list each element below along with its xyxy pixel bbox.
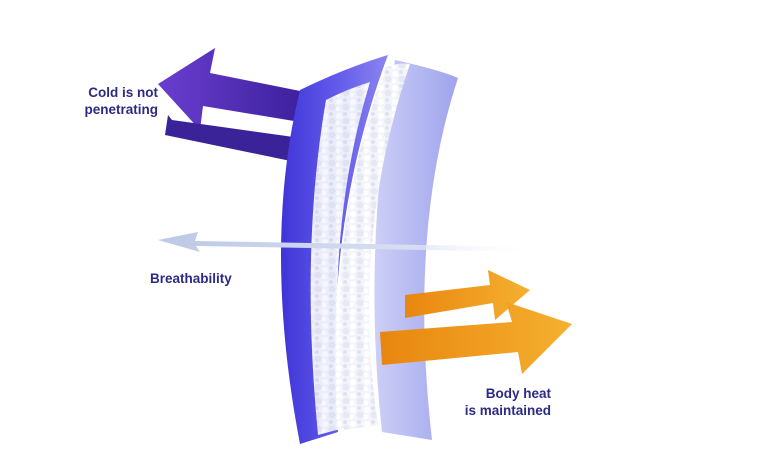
heat-label-line2: is maintained bbox=[447, 402, 551, 419]
cold-label-line1: Cold is not bbox=[76, 84, 158, 101]
breathability-label: Breathability bbox=[150, 270, 232, 287]
cold-label: Cold is not penetrating bbox=[76, 84, 158, 118]
heat-label: Body heat is maintained bbox=[447, 385, 551, 419]
heat-label-line1: Body heat bbox=[447, 385, 551, 402]
cold-label-line2: penetrating bbox=[60, 101, 158, 118]
cold-arrow-upper bbox=[158, 48, 310, 130]
